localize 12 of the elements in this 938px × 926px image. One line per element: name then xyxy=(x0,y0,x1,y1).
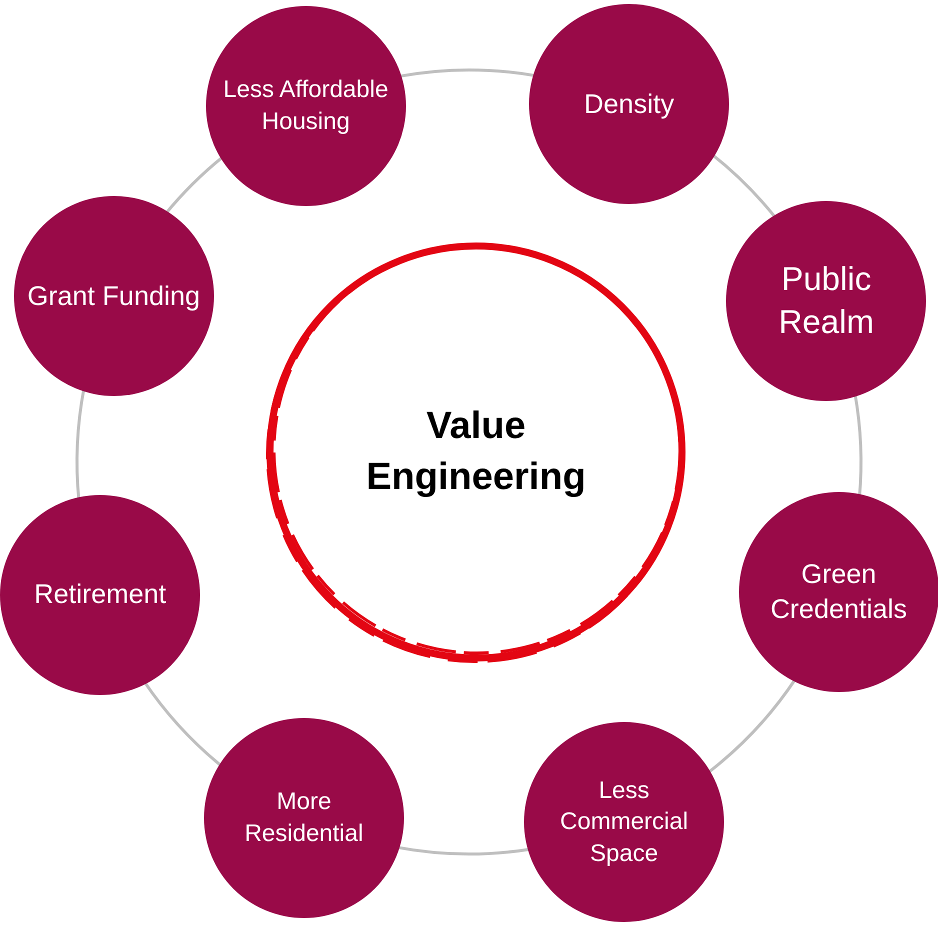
topic-label: More Residential xyxy=(244,787,364,849)
topic-label: Less Commercial Space xyxy=(559,776,690,869)
topic-label: Density xyxy=(583,88,676,121)
center-title: Value Engineering xyxy=(365,404,587,500)
ring-connector xyxy=(711,153,777,219)
topic-label: Retirement xyxy=(33,578,168,612)
topic-label: Public Realm xyxy=(778,258,875,342)
ring-connector xyxy=(706,678,797,774)
topic-label: Less Affordable Housing xyxy=(222,75,390,137)
ring-connector xyxy=(76,388,86,500)
topic-label: Grant Funding xyxy=(26,280,202,313)
topic-label: Green Credentials xyxy=(769,558,908,626)
